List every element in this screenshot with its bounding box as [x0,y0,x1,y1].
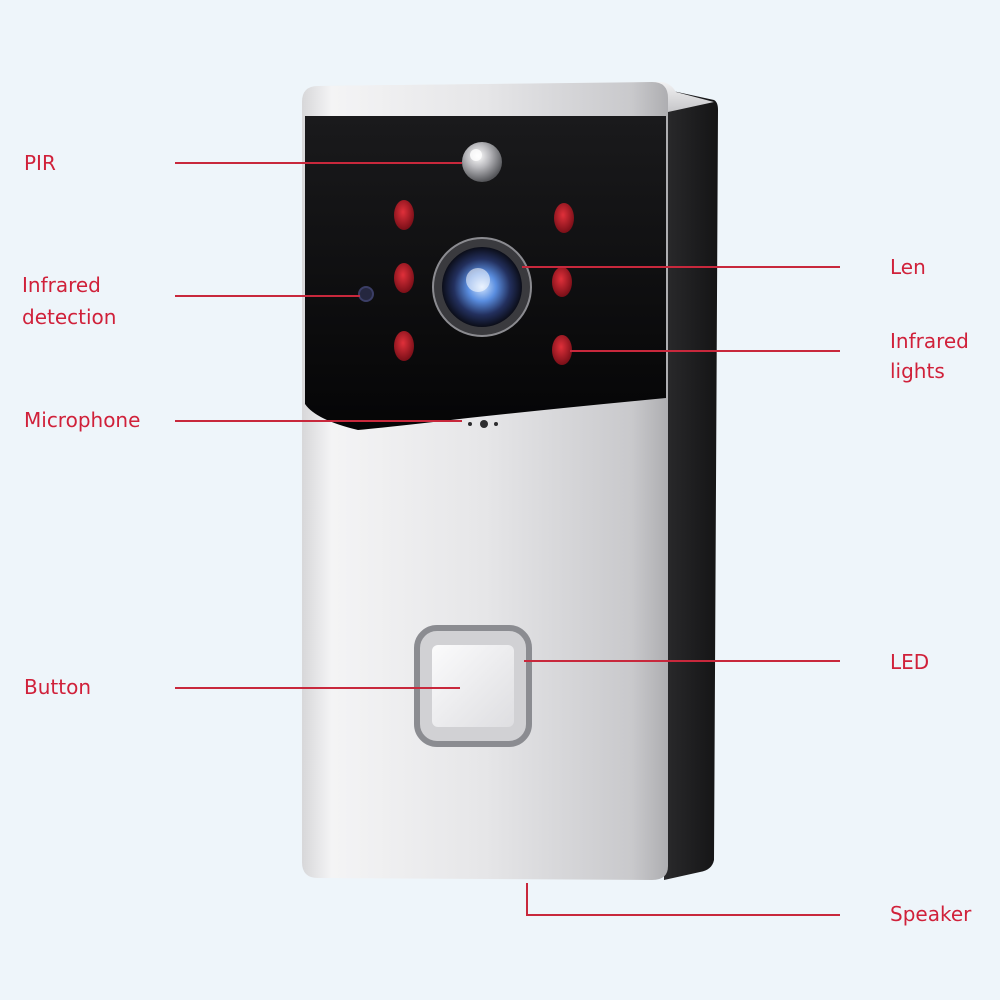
pir-sensor [462,142,502,182]
microphone-hole [480,420,488,428]
label-infrared-detection-line1: Infrared [22,273,101,297]
leader-lines [175,162,840,916]
label-len: Len [890,255,926,279]
pir-sensor-highlight [470,149,482,161]
device-side-panel [664,90,718,880]
label-button: Button [24,675,91,699]
leader-line-speaker [526,883,840,916]
camera-lens-highlight [466,268,490,292]
label-led: LED [890,650,930,674]
label-pir: PIR [24,151,56,175]
infrared-light [394,331,414,361]
label-microphone: Microphone [24,408,141,432]
doorbell-button [432,645,514,727]
infrared-light [554,203,574,233]
infrared-light [394,263,414,293]
infrared-light [552,267,572,297]
infrared-light [394,200,414,230]
label-infrared-detection-line2: detection [22,305,117,329]
infrared-detection-sensor [358,286,374,302]
doorbell-device [302,82,718,880]
infrared-light [552,335,572,365]
label-infrared-lights-line1: Infrared [890,329,969,353]
microphone-hole [494,422,498,426]
microphone-hole [468,422,472,426]
label-speaker: Speaker [890,902,972,926]
label-infrared-lights-line2: lights [890,359,945,383]
